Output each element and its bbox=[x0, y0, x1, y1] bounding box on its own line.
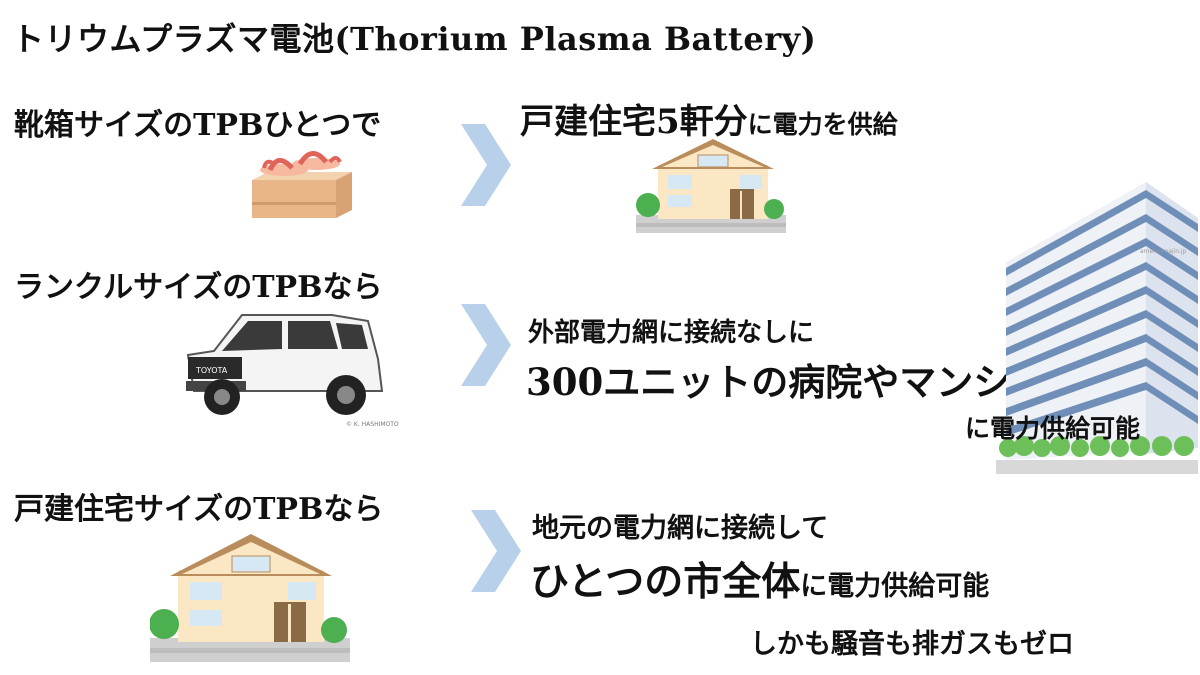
chevron-right-icon bbox=[455, 120, 515, 210]
shoebox-sandals-icon bbox=[248, 142, 358, 222]
suv-icon: TOYOTA bbox=[182, 303, 402, 428]
row1-result-highlight: 戸建住宅5軒分 bbox=[520, 102, 748, 142]
row3-line2: ひとつの市全体に電力供給可能 bbox=[530, 551, 989, 607]
row3-line2-rest: に電力供給可能 bbox=[800, 571, 990, 602]
apartment-building-icon bbox=[992, 178, 1200, 478]
row2-line3: に電力供給可能 bbox=[965, 414, 1141, 443]
row1-label: 靴箱サイズのTPBひとつで bbox=[14, 108, 382, 143]
house-icon bbox=[636, 135, 786, 235]
row3-line2-highlight: ひとつの市全体 bbox=[530, 559, 801, 605]
row3-line3: しかも騒音も排ガスもゼロ bbox=[750, 629, 1074, 660]
car-credit: © K. HASHIMOTO bbox=[346, 421, 399, 428]
row3-label: 戸建住宅サイズのTPBなら bbox=[14, 492, 384, 527]
row2-line2: 300ユニットの病院やマンション bbox=[526, 360, 1085, 404]
page-title: トリウムプラズマ電池(Thorium Plasma Battery) bbox=[12, 20, 817, 58]
row1-result-rest: に電力を供給 bbox=[747, 110, 898, 139]
svg-text:TOYOTA: TOYOTA bbox=[195, 366, 228, 375]
row2-label: ランクルサイズのTPBなら bbox=[14, 270, 383, 305]
chevron-right-icon bbox=[465, 506, 525, 596]
row2-line1: 外部電力網に接続なしに bbox=[528, 318, 815, 348]
row1-result: 戸建住宅5軒分に電力を供給 bbox=[520, 94, 898, 143]
chevron-right-icon bbox=[455, 300, 515, 390]
house-icon bbox=[150, 530, 350, 664]
row3-line1: 地元の電力網に接続して bbox=[532, 513, 829, 544]
watermark: amenoimajin.jp bbox=[1140, 248, 1187, 255]
